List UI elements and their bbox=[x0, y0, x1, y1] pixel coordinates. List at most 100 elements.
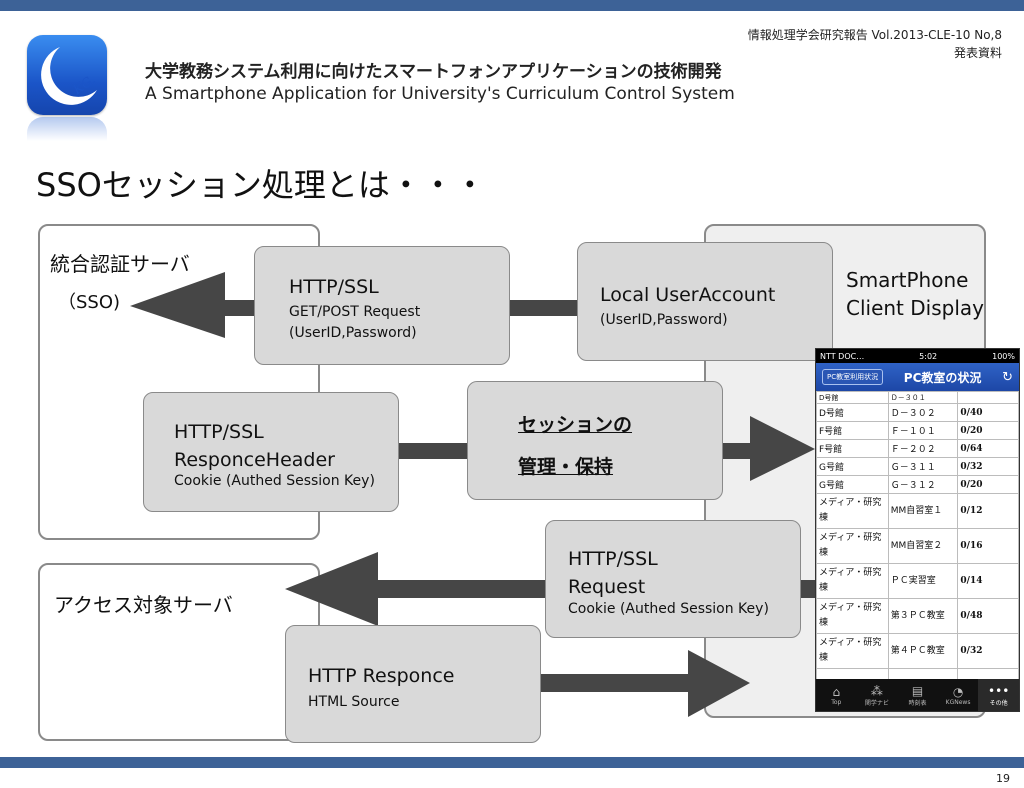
room-cell: MM自習室２ bbox=[887, 528, 959, 564]
building-cell: D号館 bbox=[816, 391, 889, 404]
building-cell: メディア・研究棟 bbox=[816, 563, 889, 599]
house-icon: ⌂ bbox=[832, 684, 841, 699]
count-cell: 0/48 bbox=[957, 598, 1019, 634]
response-header-title2: ResponceHeader bbox=[174, 449, 335, 471]
local-account-box: Local UserAccount (UserID,Password) bbox=[577, 242, 833, 361]
room-cell: Ｇ－３１２ bbox=[887, 475, 959, 494]
http-ssl-get-title: HTTP/SSL bbox=[289, 276, 379, 298]
more-icon: ••• bbox=[988, 683, 1010, 698]
request-box: HTTP/SSL Request Cookie (Authed Session … bbox=[545, 520, 801, 638]
count-cell: 0/14 bbox=[957, 563, 1019, 599]
tab-label: その他 bbox=[989, 699, 1008, 707]
tab-rss[interactable]: ◔KGNews bbox=[938, 679, 979, 711]
client-label-line2: Client Display bbox=[846, 296, 984, 320]
navi-icon: ⁂ bbox=[870, 683, 883, 698]
title-english: A Smartphone Application for University'… bbox=[145, 84, 735, 104]
bus-icon: ▤ bbox=[911, 683, 924, 698]
tab-navi[interactable]: ⁂関学ナビ bbox=[857, 679, 898, 711]
building-cell: G号館 bbox=[816, 475, 889, 494]
request-title1: HTTP/SSL bbox=[568, 548, 658, 570]
room-cell: Ｇ－３１１ bbox=[887, 457, 959, 476]
response-line1: HTML Source bbox=[308, 694, 400, 710]
request-line1: Cookie (Authed Session Key) bbox=[568, 601, 769, 617]
phone-tab-bar: ⌂Top⁂関学ナビ▤時刻表◔KGNews•••その他 bbox=[816, 679, 1019, 711]
page-number: 19 bbox=[996, 772, 1010, 785]
count-cell: 0/32 bbox=[957, 633, 1019, 669]
tab-label: 時刻表 bbox=[908, 699, 927, 707]
tab-house[interactable]: ⌂Top bbox=[816, 679, 857, 711]
table-row-partial: D号館 Ｄ－３０１ bbox=[816, 391, 1019, 404]
phone-nav-bar: PC教室利用状況 PC教室の状況 ↻ bbox=[816, 363, 1019, 391]
building-cell: G号館 bbox=[816, 457, 889, 476]
count-cell: 0/40 bbox=[957, 403, 1019, 422]
building-cell: メディア・研究棟 bbox=[816, 528, 889, 564]
refresh-icon[interactable]: ↻ bbox=[1002, 369, 1013, 385]
count-cell: 0/20 bbox=[957, 421, 1019, 440]
kg-app-logo: KG. bbox=[27, 35, 107, 115]
room-cell: Ｄ－３０２ bbox=[887, 403, 959, 422]
http-ssl-get-line2: (UserID,Password) bbox=[289, 325, 417, 341]
count-cell: 0/12 bbox=[957, 493, 1019, 529]
battery-label: 100% bbox=[992, 351, 1015, 361]
response-header-title1: HTTP/SSL bbox=[174, 421, 264, 443]
http-ssl-get-line1: GET/POST Request bbox=[289, 304, 421, 320]
response-title: HTTP Responce bbox=[308, 665, 455, 687]
report-reference: 情報処理学会研究報告 Vol.2013-CLE-10 No,8 発表資料 bbox=[748, 26, 1002, 62]
tab-label: Top bbox=[831, 698, 842, 706]
tab-bus[interactable]: ▤時刻表 bbox=[897, 679, 938, 711]
count-cell: 0/64 bbox=[957, 439, 1019, 458]
slide-heading: SSOセッション処理とは・・・ bbox=[36, 166, 486, 204]
count-cell: 0/16 bbox=[957, 528, 1019, 564]
rss-icon: ◔ bbox=[952, 684, 964, 699]
client-label-line1: SmartPhone bbox=[846, 268, 969, 292]
room-cell: Ｄ－３０１ bbox=[887, 391, 959, 404]
phone-status-bar: NTT DOC… 5:02 100% bbox=[816, 349, 1019, 363]
phone-screenshot: NTT DOC… 5:02 100% PC教室利用状況 PC教室の状況 ↻ D号… bbox=[815, 348, 1020, 712]
room-cell: 第４ＰＣ教室 bbox=[887, 633, 959, 669]
access-server-panel: アクセス対象サーバ bbox=[38, 563, 320, 741]
tab-label: 関学ナビ bbox=[864, 699, 889, 707]
arrow-response-to-client bbox=[540, 650, 750, 717]
nav-back-button[interactable]: PC教室利用状況 bbox=[822, 369, 884, 385]
bottom-bar bbox=[0, 757, 1024, 768]
tab-more[interactable]: •••その他 bbox=[978, 679, 1019, 711]
client-label: SmartPhone Client Display bbox=[846, 266, 984, 322]
sso-label: （SSO) bbox=[58, 292, 121, 313]
tab-label: KGNews bbox=[945, 698, 971, 706]
building-cell: メディア・研究棟 bbox=[816, 633, 889, 669]
session-box: セッションの 管理・保持 bbox=[467, 381, 723, 500]
room-cell: 第３ＰＣ教室 bbox=[887, 598, 959, 634]
building-cell: メディア・研究棟 bbox=[816, 493, 889, 529]
response-box: HTTP Responce HTML Source bbox=[285, 625, 541, 743]
local-account-title: Local UserAccount bbox=[600, 284, 776, 306]
top-bar bbox=[0, 0, 1024, 11]
session-line2: 管理・保持 bbox=[518, 456, 614, 478]
building-cell: F号館 bbox=[816, 439, 889, 458]
count-cell bbox=[957, 391, 1019, 404]
building-cell: F号館 bbox=[816, 421, 889, 440]
local-account-line1: (UserID,Password) bbox=[600, 312, 728, 328]
building-cell: D号館 bbox=[816, 403, 889, 422]
report-ref-line: 情報処理学会研究報告 Vol.2013-CLE-10 No,8 bbox=[747, 28, 1002, 42]
room-cell: MM自習室１ bbox=[887, 493, 959, 529]
logo-reflection bbox=[27, 117, 107, 141]
count-cell: 0/32 bbox=[957, 457, 1019, 476]
room-cell: ＰＣ実習室 bbox=[887, 563, 959, 599]
title-japanese: 大学教務システム利用に向けたスマートフォンアプリケーションの技術開発 bbox=[145, 62, 722, 82]
access-server-label: アクセス対象サーバ bbox=[54, 593, 233, 617]
room-cell: Ｆ－２０２ bbox=[887, 439, 959, 458]
building-cell: メディア・研究棟 bbox=[816, 598, 889, 634]
room-cell: Ｆ－１０１ bbox=[887, 421, 959, 440]
sso-server-label: 統合認証サーバ bbox=[50, 252, 190, 276]
